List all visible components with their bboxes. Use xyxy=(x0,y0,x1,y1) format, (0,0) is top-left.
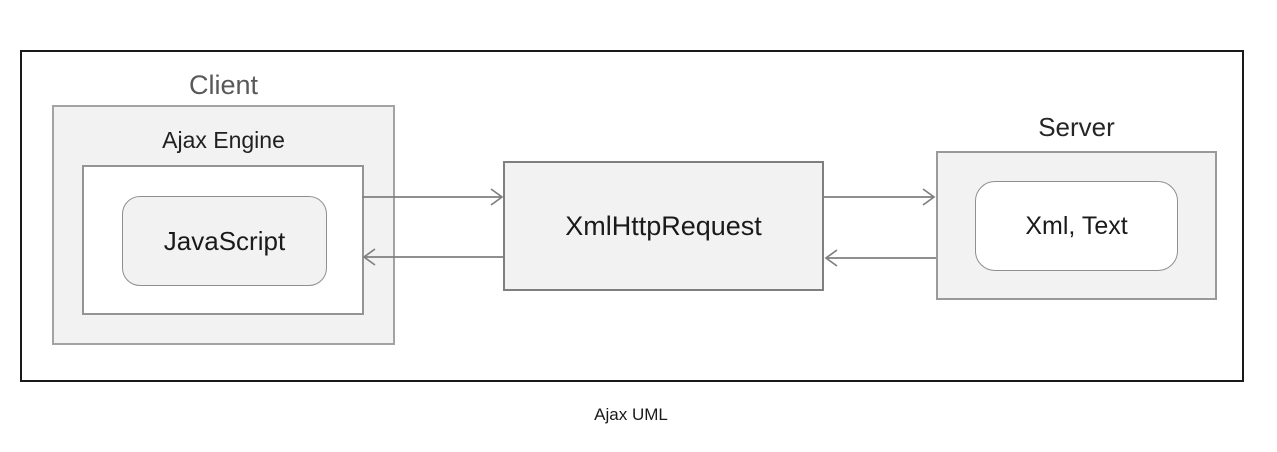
xml-text-label: Xml, Text xyxy=(1025,211,1128,240)
javascript-label: JavaScript xyxy=(163,225,286,256)
xmlhttprequest-label: XmlHttpRequest xyxy=(565,210,762,241)
server-label: Server xyxy=(1038,112,1115,142)
diagram-caption: Ajax UML xyxy=(594,405,668,424)
xml-text-box: Xml, Text xyxy=(975,181,1178,271)
client-label: Client xyxy=(188,70,259,100)
ajax-engine-box: JavaScript xyxy=(82,165,364,315)
ajax-engine-label: Ajax Engine xyxy=(162,127,285,153)
xmlhttprequest-box: XmlHttpRequest xyxy=(503,161,824,291)
client-box: Ajax Engine JavaScript xyxy=(52,105,395,345)
server-box: Xml, Text xyxy=(936,151,1217,300)
javascript-box: JavaScript xyxy=(122,196,327,286)
diagram-frame xyxy=(20,50,1244,382)
